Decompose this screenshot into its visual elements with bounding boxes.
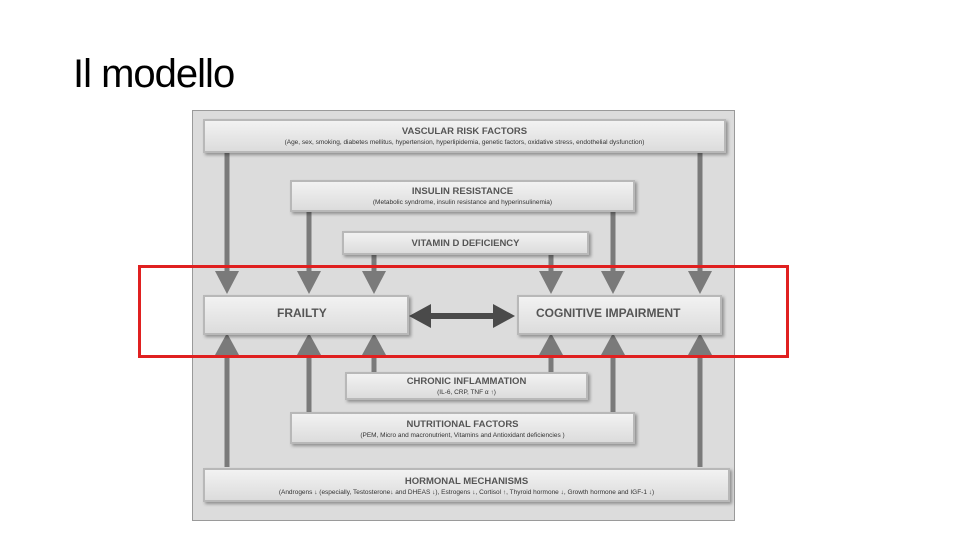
insulin-title: INSULIN RESISTANCE xyxy=(411,186,514,197)
frailty-box: FRAILTY xyxy=(203,295,409,335)
hormonal-subtitle: (Androgens ↓ (especially, Testosterone↓ … xyxy=(278,489,655,496)
hormonal-title: HORMONAL MECHANISMS xyxy=(404,476,529,487)
bidirectional-arrow xyxy=(409,304,515,328)
highlight-rectangle xyxy=(138,265,789,358)
frailty-title: FRAILTY xyxy=(277,306,327,320)
nutritional-factors-box: NUTRITIONAL FACTORS (PEM, Micro and macr… xyxy=(290,412,635,444)
chronic-inflammation-box: CHRONIC INFLAMMATION (IL-6, CRP, TNF α ↑… xyxy=(345,372,588,400)
vascular-subtitle: (Age, sex, smoking, diabetes mellitus, h… xyxy=(284,139,645,146)
vitamin-d-title: VITAMIN D DEFICIENCY xyxy=(411,238,520,249)
inflammation-subtitle: (IL-6, CRP, TNF α ↑) xyxy=(437,389,496,396)
diagram-figure: VASCULAR RISK FACTORS (Age, sex, smoking… xyxy=(192,110,735,521)
vitamin-d-box: VITAMIN D DEFICIENCY xyxy=(342,231,589,255)
slide-title: Il modello xyxy=(73,52,235,96)
vascular-risk-factors-box: VASCULAR RISK FACTORS (Age, sex, smoking… xyxy=(203,119,726,153)
arrow-layer xyxy=(215,151,712,467)
cognitive-title: COGNITIVE IMPAIRMENT xyxy=(536,306,681,320)
insulin-resistance-box: INSULIN RESISTANCE (Metabolic syndrome, … xyxy=(290,180,635,212)
nutritional-title: NUTRITIONAL FACTORS xyxy=(406,419,519,430)
cognitive-impairment-box: COGNITIVE IMPAIRMENT xyxy=(517,295,722,335)
inflammation-title: CHRONIC INFLAMMATION xyxy=(406,376,527,387)
insulin-subtitle: (Metabolic syndrome, insulin resistance … xyxy=(372,199,553,206)
hormonal-mechanisms-box: HORMONAL MECHANISMS (Androgens ↓ (especi… xyxy=(203,468,730,502)
nutritional-subtitle: (PEM, Micro and macronutrient, Vitamins … xyxy=(360,432,565,439)
vascular-title: VASCULAR RISK FACTORS xyxy=(401,126,528,137)
